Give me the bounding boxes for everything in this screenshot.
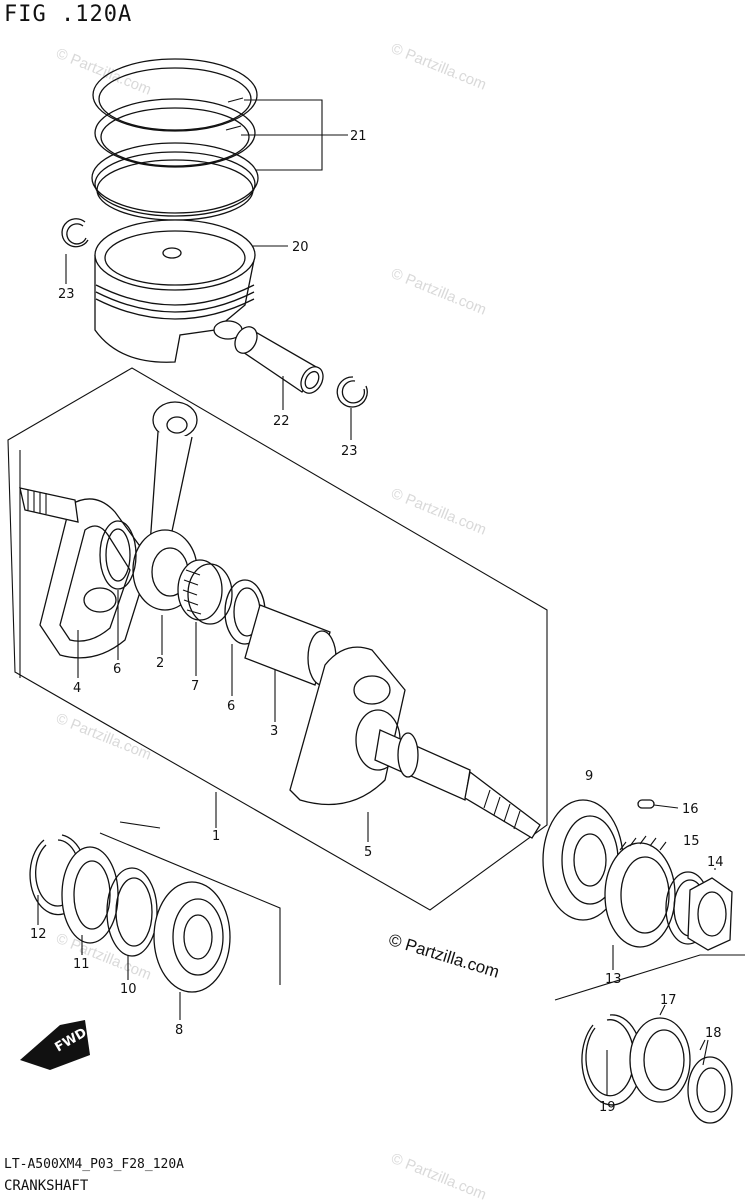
crank-shaft-left-end	[19, 487, 79, 523]
oil-seal-11	[61, 846, 119, 944]
callout-18: 18	[705, 1026, 722, 1041]
callout-20: 20	[292, 240, 309, 255]
callout-12: 12	[30, 927, 47, 942]
fwd-arrow-badge	[20, 1020, 90, 1070]
callout-16: 16	[682, 802, 699, 817]
callout-23: 23	[58, 287, 75, 302]
diagram-caption: CRANKSHAFT	[4, 1178, 89, 1194]
callout-17: 17	[660, 993, 677, 1008]
bearing-9	[542, 799, 624, 921]
callout-15: 15	[683, 834, 700, 849]
shim-10	[106, 867, 158, 957]
callout-11: 11	[73, 957, 90, 972]
bearing-8	[153, 881, 231, 993]
callout-8: 8	[175, 1023, 183, 1038]
piston-ring-set	[91, 58, 259, 221]
crank-web-right	[289, 646, 406, 806]
callout-14: 14	[707, 855, 724, 870]
callout-10: 10	[120, 982, 137, 997]
callout-6: 6	[113, 662, 121, 677]
piston-pin	[234, 326, 324, 394]
callout-3: 3	[270, 724, 278, 739]
callout-21: 21	[350, 129, 367, 144]
figure-title: FIG .120A	[4, 2, 133, 27]
callout-2: 2	[156, 656, 164, 671]
piston-pin-circlip	[336, 376, 368, 408]
crank-shaft-right-end	[374, 729, 541, 839]
piston-pin-circlip	[61, 218, 89, 248]
callout-13: 13	[605, 972, 622, 987]
callout-1: 1	[212, 829, 220, 844]
callout-9: 9	[585, 769, 593, 784]
crank-pin	[244, 604, 337, 686]
needle-bearing	[177, 559, 233, 625]
oil-seal-18	[687, 1056, 733, 1124]
piston	[94, 219, 256, 363]
key-16	[637, 799, 655, 809]
nut-14	[687, 877, 733, 951]
callout-5: 5	[364, 845, 372, 860]
callout-7: 7	[191, 679, 199, 694]
callout-4: 4	[73, 681, 81, 696]
callout-19: 19	[599, 1100, 616, 1115]
callout-23: 23	[341, 444, 358, 459]
gear-13	[604, 835, 676, 948]
callout-6: 6	[227, 699, 235, 714]
bearing-17	[629, 1017, 691, 1103]
crank-web-left	[39, 498, 151, 659]
circlip-19	[581, 1014, 643, 1106]
diagram-code: LT-A500XM4_P03_F28_120A	[4, 1157, 185, 1172]
callout-22: 22	[273, 414, 290, 429]
thrust-washer	[99, 520, 137, 590]
